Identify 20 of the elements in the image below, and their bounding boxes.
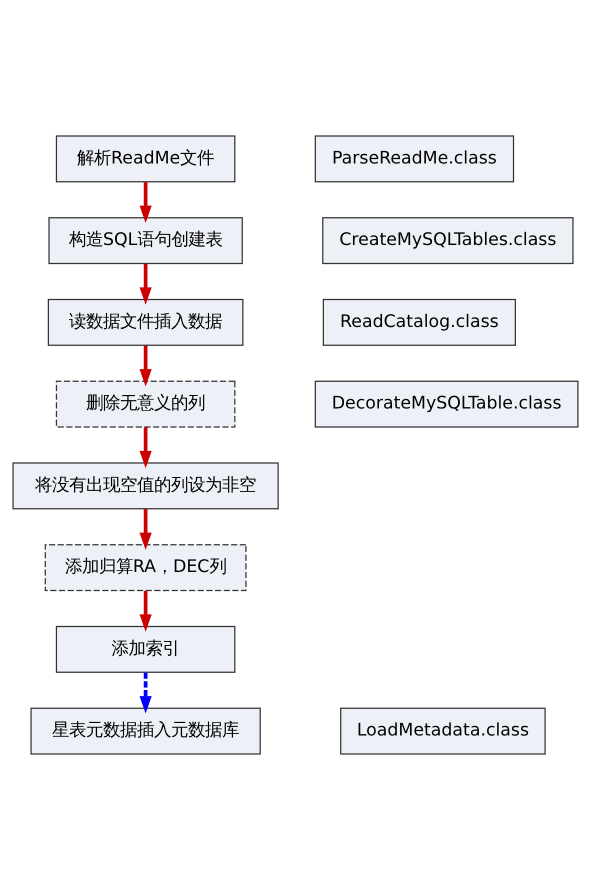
node-box: 读数据文件插入数据 xyxy=(48,298,244,346)
node-box: 星表元数据插入元数据库 xyxy=(30,708,261,755)
node-box: 添加归算RA，DEC列 xyxy=(44,544,247,592)
node-box: 添加索引 xyxy=(56,626,236,673)
node-box: 解析ReadMe文件 xyxy=(56,135,236,182)
node-box: DecorateMySQLTable.class xyxy=(314,380,579,428)
node-box: LoadMetadata.class xyxy=(340,708,546,755)
arrow xyxy=(140,427,152,468)
arrow xyxy=(140,346,152,387)
arrow xyxy=(140,672,152,714)
node-box: ParseReadMe.class xyxy=(314,135,514,182)
node-box: CreateMySQLTables.class xyxy=(322,217,574,264)
node-box: 构造SQL语句创建表 xyxy=(48,217,243,264)
node-box: ReadCatalog.class xyxy=(322,298,516,346)
arrow xyxy=(140,590,152,632)
node-box: 删除无意义的列 xyxy=(56,380,236,428)
arrow xyxy=(140,182,152,224)
arrow xyxy=(140,509,152,550)
node-box: 将没有出现空值的列设为非空 xyxy=(12,462,279,510)
arrow xyxy=(140,264,152,305)
